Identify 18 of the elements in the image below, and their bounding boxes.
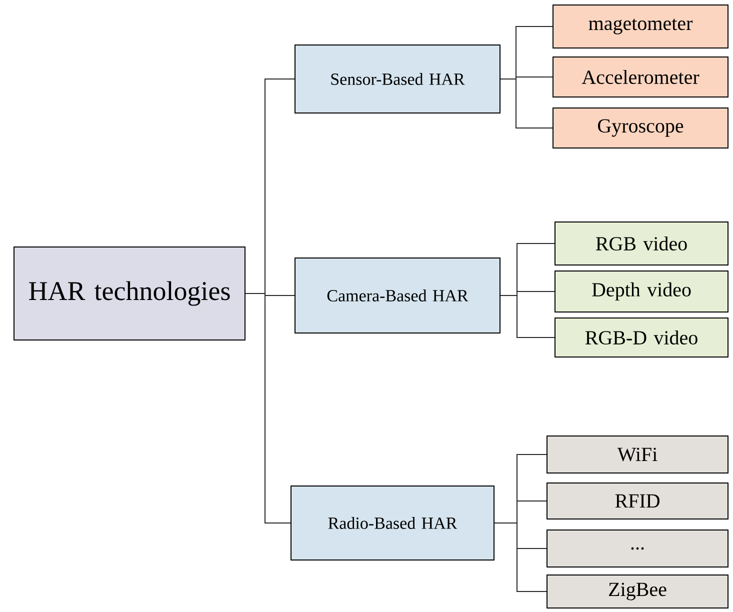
- leaf-box: RFID: [546, 482, 728, 520]
- connector-line: [494, 522, 547, 592]
- connector-line: [500, 294, 555, 338]
- leaf-box: RGB-D video: [554, 317, 728, 358]
- leaf-box: magetometer: [552, 4, 728, 48]
- category-box: Sensor-Based HAR: [294, 44, 500, 114]
- category-box: Camera-Based HAR: [294, 257, 500, 334]
- root-box: HAR technologies: [14, 246, 246, 340]
- leaf-box: Gyroscope: [552, 107, 728, 148]
- leaf-box: WiFi: [546, 435, 728, 474]
- leaf-box: ...: [546, 529, 728, 568]
- leaf-box: Depth video: [554, 270, 728, 312]
- connector-line: [245, 292, 291, 524]
- leaf-box: RGB video: [554, 221, 728, 266]
- leaf-box: Accelerometer: [552, 56, 728, 98]
- leaf-box: ZigBee: [546, 574, 728, 608]
- connector-line: [500, 78, 553, 128]
- category-box: Radio-Based HAR: [290, 485, 494, 560]
